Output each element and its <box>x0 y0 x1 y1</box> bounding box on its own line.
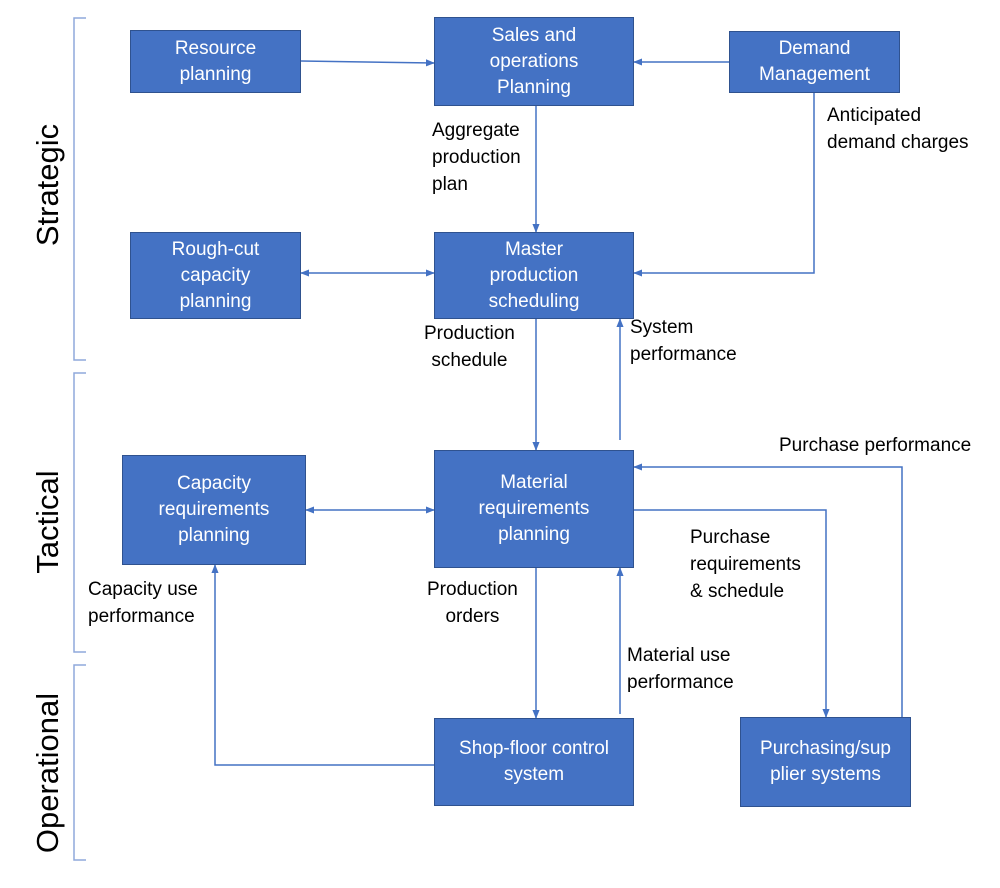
strategic-bracket <box>73 17 86 361</box>
arrow-shopfloor-to-crp <box>211 564 434 766</box>
shop-floor-control-system-box: Shop-floor control system <box>434 718 634 806</box>
arrow-mrp-to-purchasing <box>634 509 830 718</box>
label-material-use-performance: Material use performance <box>627 645 734 693</box>
label-production-schedule: Production schedule <box>424 323 515 371</box>
operational-bracket <box>73 664 86 861</box>
material-requirements-planning-box: Material requirements planning <box>434 450 634 568</box>
capacity-requirements-planning-box: Capacity requirements planning <box>122 455 306 565</box>
demand-management-box: Demand Management <box>729 31 900 93</box>
arrow-resource-to-sop <box>300 59 435 67</box>
level-operational: Operational <box>30 692 65 854</box>
purchasing-supplier-systems-box: Purchasing/sup plier systems <box>740 717 911 807</box>
label-aggregate-production-plan: Aggregate production plan <box>432 120 521 195</box>
label-purchase-requirements-schedule: Purchase requirements & schedule <box>690 527 801 602</box>
level-tactical: Tactical <box>30 470 65 574</box>
label-system-performance: System performance <box>630 317 737 365</box>
label-purchase-performance: Purchase performance <box>779 435 972 456</box>
rough-cut-capacity-planning-box: Rough-cut capacity planning <box>130 232 301 319</box>
label-capacity-use-performance: Capacity use performance <box>88 579 198 627</box>
tactical-bracket <box>73 372 86 653</box>
resource-planning-box: Resource planning <box>130 30 301 93</box>
master-production-scheduling-box: Master production scheduling <box>434 232 634 319</box>
sales-operations-planning-box: Sales and operations Planning <box>434 17 634 106</box>
label-anticipated-demand-charges: Anticipated demand charges <box>827 105 969 153</box>
level-strategic: Strategic <box>30 123 65 247</box>
label-production-orders: Production orders <box>427 579 518 627</box>
arrow-purchasing-to-mrp <box>633 463 903 717</box>
arrow-demand-to-mps <box>633 93 815 277</box>
